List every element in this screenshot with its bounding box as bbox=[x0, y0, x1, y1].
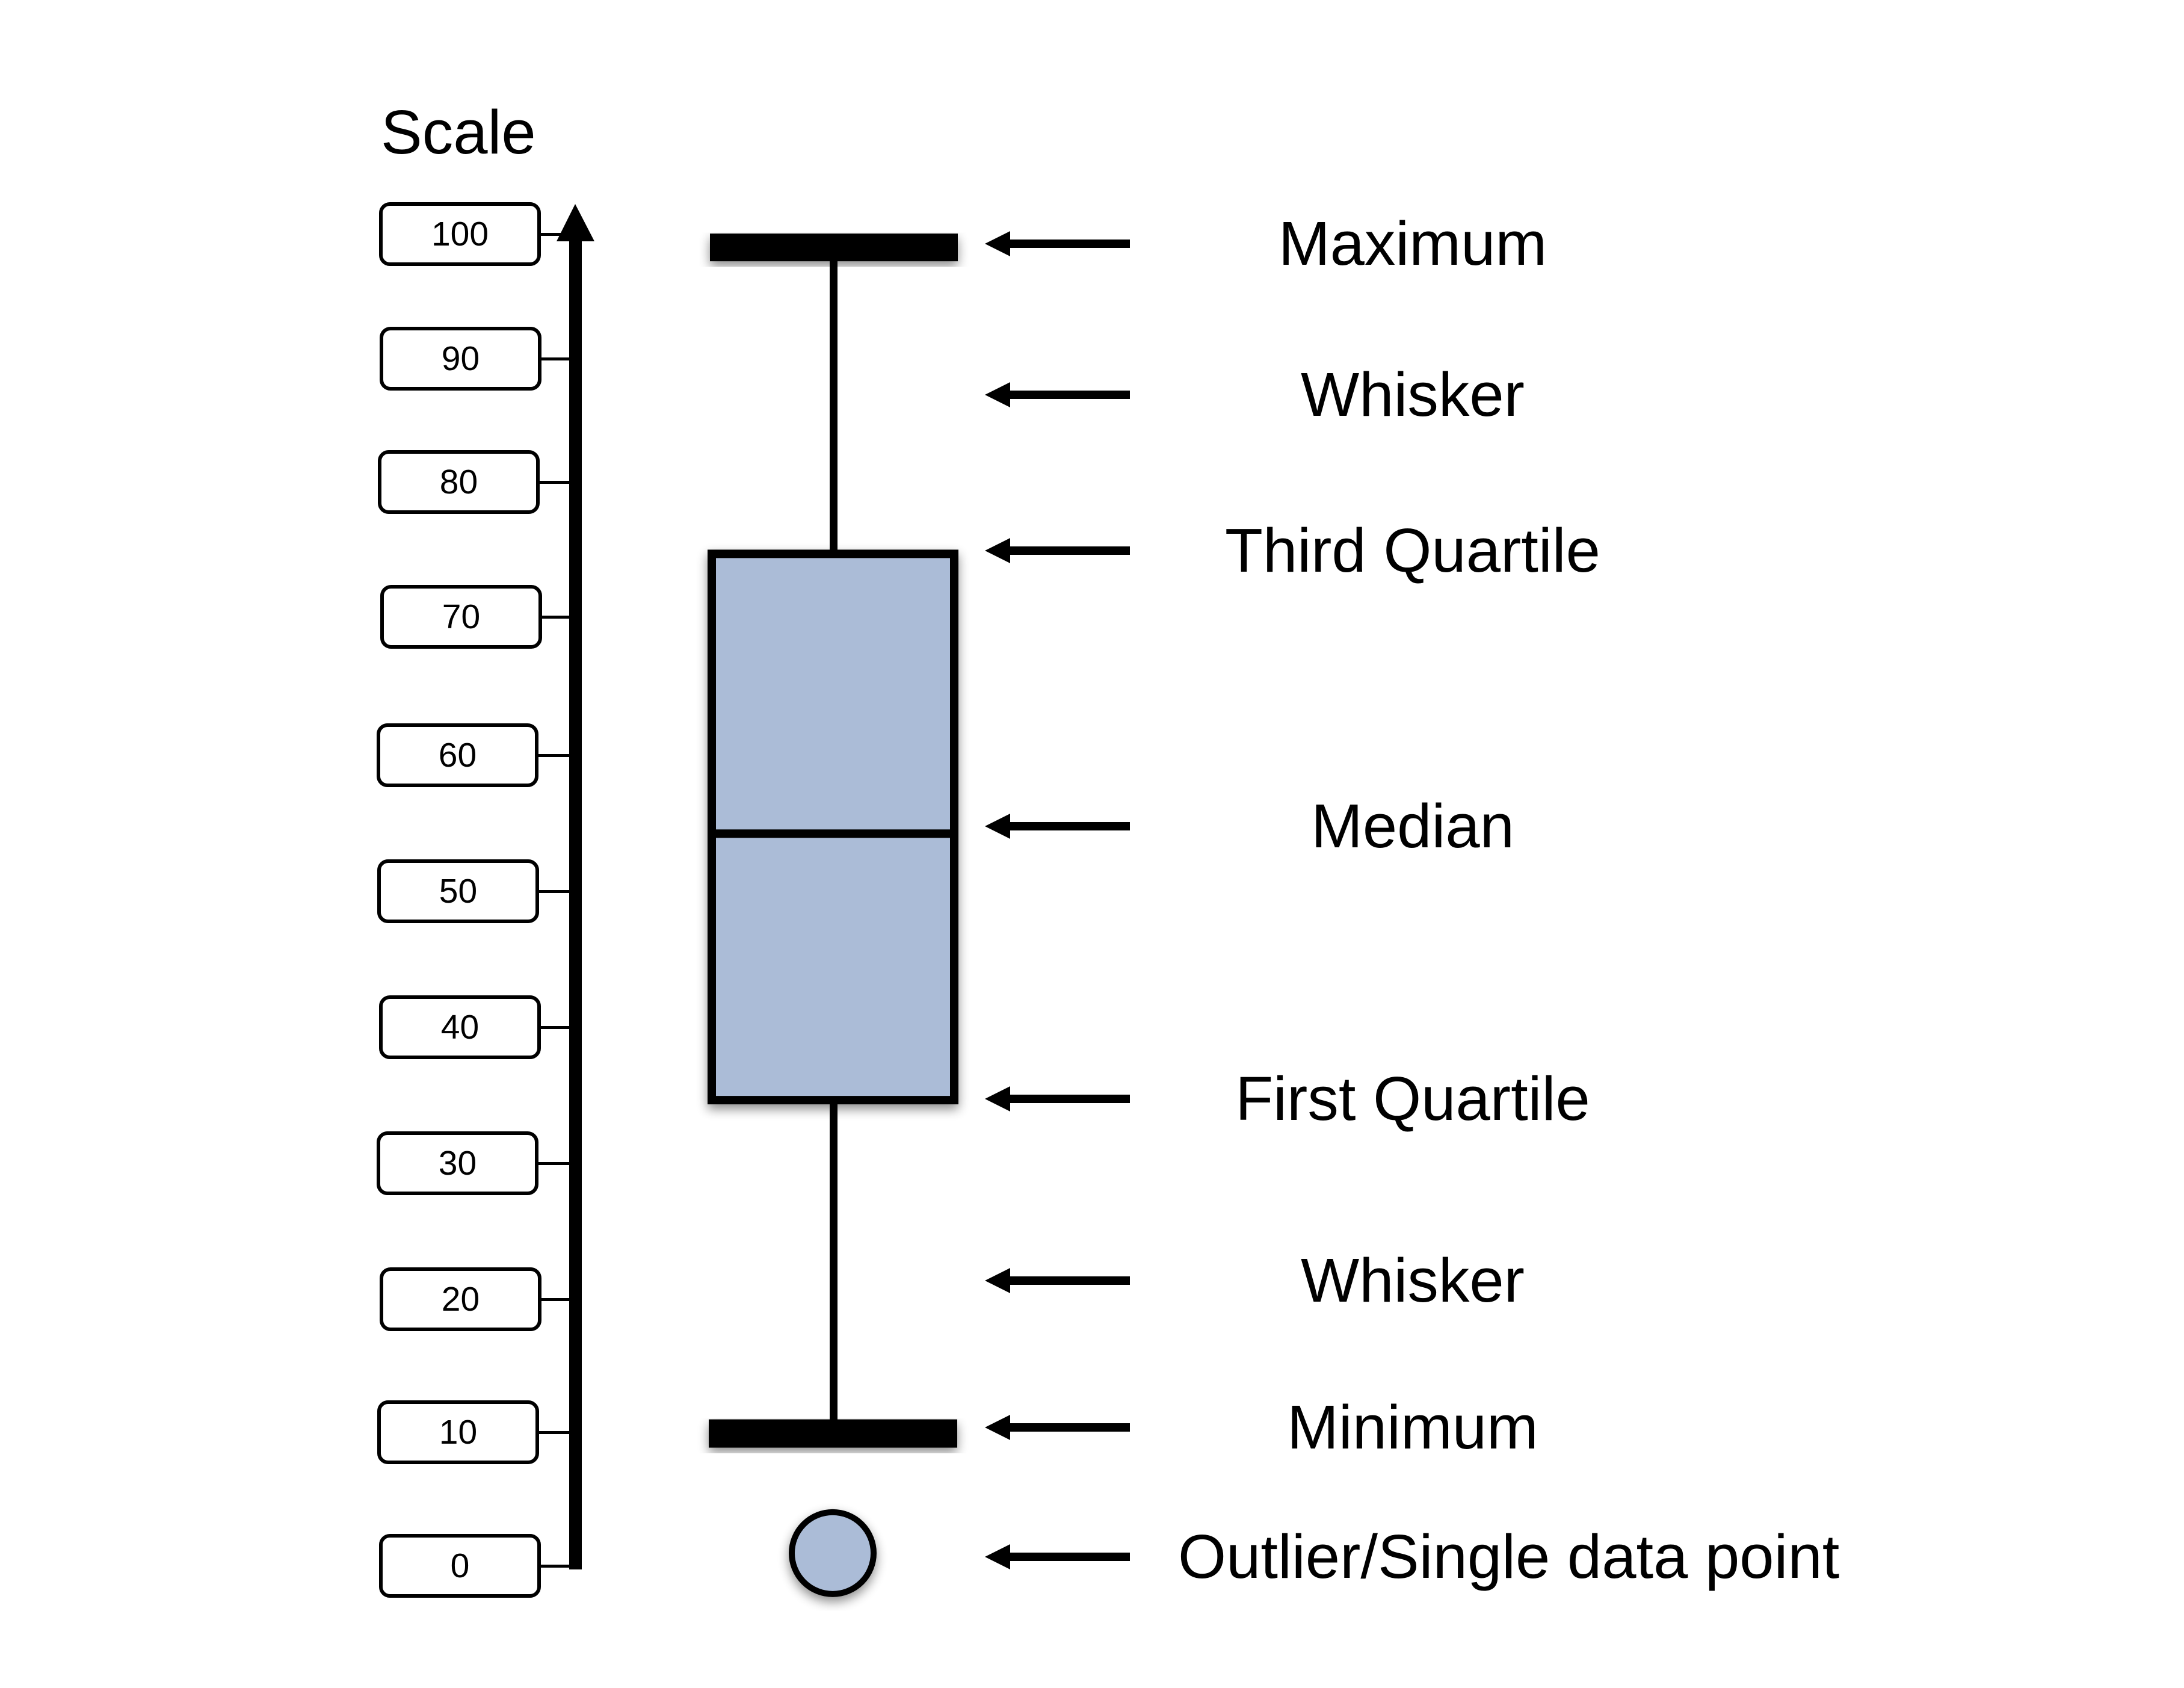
label-minimum: Minimum bbox=[1287, 1393, 1538, 1462]
tick-connector bbox=[541, 1298, 569, 1301]
tick-connector bbox=[538, 754, 569, 757]
label-upper-whisker: Whisker bbox=[1301, 360, 1525, 429]
tick-connector bbox=[541, 233, 569, 236]
tick-label-10: 10 bbox=[377, 1400, 539, 1464]
lower-whisker-line bbox=[830, 1100, 838, 1433]
label-maximum: Maximum bbox=[1278, 209, 1547, 278]
scale-title: Scale bbox=[381, 97, 536, 167]
arrow-minimum-icon bbox=[985, 1415, 1130, 1440]
label-first-quartile: First Quartile bbox=[1235, 1064, 1590, 1133]
tick-connector bbox=[539, 1431, 569, 1434]
tick-label-90: 90 bbox=[380, 327, 541, 391]
tick-connector bbox=[541, 1565, 569, 1568]
box-plot bbox=[708, 233, 958, 1597]
scale-axis bbox=[538, 204, 594, 1569]
upper-whisker-line bbox=[830, 247, 838, 554]
arrow-maximum-icon bbox=[985, 231, 1130, 256]
tick-label-70: 70 bbox=[380, 585, 542, 649]
tick-label-20: 20 bbox=[380, 1267, 541, 1331]
arrow-lower-whisker-icon bbox=[985, 1268, 1130, 1293]
tick-label-60: 60 bbox=[377, 723, 538, 787]
arrow-third-quartile-icon bbox=[985, 538, 1130, 563]
label-outlier: Outlier/Single data point bbox=[1178, 1522, 1840, 1591]
axis-arrow-head-icon bbox=[557, 204, 594, 241]
tick-connectors bbox=[538, 233, 569, 1568]
tick-label-30: 30 bbox=[377, 1131, 538, 1195]
maximum-cap bbox=[710, 233, 958, 262]
tick-label-80: 80 bbox=[378, 450, 540, 514]
tick-connector bbox=[541, 1026, 569, 1029]
interquartile-box bbox=[708, 549, 958, 1105]
tick-label-50: 50 bbox=[377, 859, 539, 923]
tick-connector bbox=[538, 1162, 569, 1165]
tick-label-0: 0 bbox=[379, 1534, 541, 1598]
tick-connector bbox=[541, 357, 569, 360]
arrow-upper-whisker-icon bbox=[985, 382, 1130, 407]
tick-label-40: 40 bbox=[379, 995, 541, 1059]
arrow-outlier-icon bbox=[985, 1544, 1130, 1569]
tick-connector bbox=[542, 616, 569, 619]
minimum-cap bbox=[709, 1419, 957, 1448]
label-lower-whisker: Whisker bbox=[1301, 1246, 1525, 1315]
label-median: Median bbox=[1311, 791, 1514, 861]
arrow-median-icon bbox=[985, 814, 1130, 839]
median-line bbox=[712, 829, 954, 838]
axis-line bbox=[569, 238, 582, 1569]
pointer-arrows bbox=[985, 231, 1130, 1569]
label-third-quartile: Third Quartile bbox=[1225, 516, 1600, 585]
tick-connector bbox=[540, 481, 569, 484]
arrow-first-quartile-icon bbox=[985, 1086, 1130, 1111]
outlier-point bbox=[789, 1509, 877, 1597]
tick-connector bbox=[539, 890, 569, 893]
tick-label-100: 100 bbox=[379, 202, 541, 266]
